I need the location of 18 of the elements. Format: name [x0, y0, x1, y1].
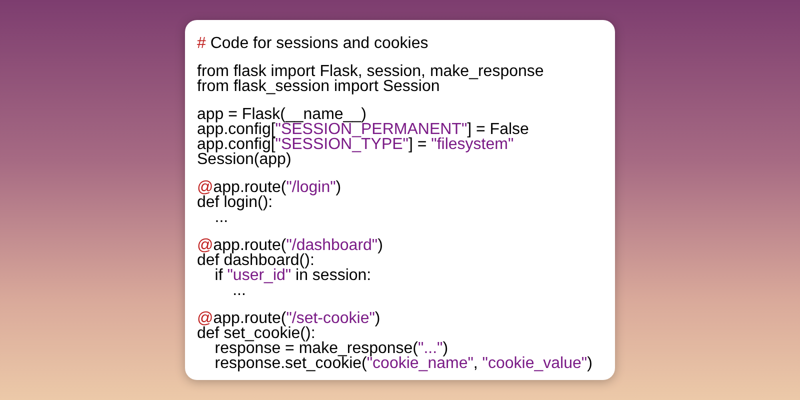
- code-line: def set_cookie():: [197, 326, 316, 341]
- code-line: def dashboard():: [197, 253, 314, 268]
- code-line: app.config["SESSION_TYPE"] = "filesystem": [197, 137, 514, 152]
- code-line: from flask import Flask, session, make_response: [197, 64, 544, 79]
- code-line: response = make_response("..."): [214, 341, 448, 356]
- code-line: ...: [232, 283, 246, 298]
- code-line: Session(app): [197, 152, 292, 167]
- code-line: @app.route("/login"): [197, 180, 342, 195]
- code-line: if "user_id" in session:: [214, 268, 372, 283]
- code-line: response.set_cookie("cookie_name", "cookie_value"): [214, 356, 592, 371]
- code-line: ...: [214, 210, 228, 225]
- code-line: from flask_session import Session: [197, 79, 440, 94]
- code-comment: # Code for sessions and cookies: [197, 36, 428, 51]
- code-line: @app.route("/set-cookie"): [197, 311, 380, 326]
- code-line: def login():: [197, 195, 273, 210]
- code-line: @app.route("/dashboard"): [197, 238, 383, 253]
- code-line: app = Flask(__name__): [197, 107, 366, 122]
- code-line: app.config["SESSION_PERMANENT"] = False: [197, 122, 529, 137]
